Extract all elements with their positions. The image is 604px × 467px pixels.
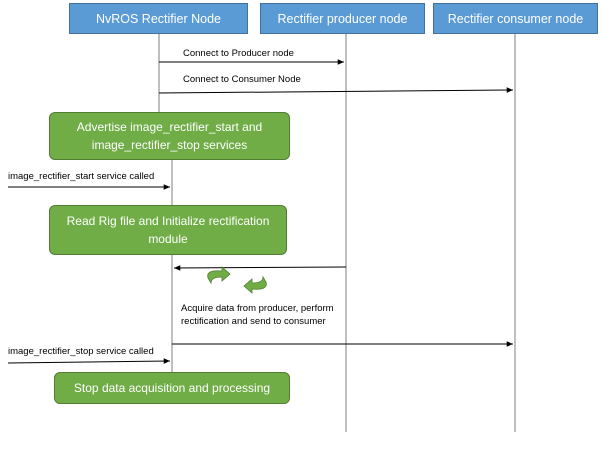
activity-advertise-services: Advertise image_rectifier_start and imag… [49,112,290,160]
arrow-stop-called [7,358,171,364]
lane-rectifier-producer-node: Rectifier producer node [260,3,425,34]
lane-nvros-rectifier-node: NvROS Rectifier Node [69,3,248,34]
arrow-connect-consumer [158,87,514,94]
activity-stop-acquisition: Stop data acquisition and processing [54,372,290,404]
activity-advertise-line1: Advertise image_rectifier_start and [76,120,263,134]
label-start-called: image_rectifier_start service called [8,171,155,182]
arrow-producer-data [173,265,347,271]
activity-read-line2: module [148,232,188,246]
activity-advertise-line2: image_rectifier_stop services [91,138,248,152]
activity-read-line1: Read Rig file and Initialize rectificati… [66,214,270,228]
cycle-arrows-icon [207,266,267,294]
label-connect-consumer: Connect to Consumer Node [183,74,301,85]
loop-note: Acquire data from producer, perform rect… [181,303,334,327]
label-connect-producer: Connect to Producer node [183,48,294,59]
activity-stop-label: Stop data acquisition and processing [73,381,271,395]
label-stop-called: image_rectifier_stop service called [8,346,154,357]
activity-read-rig-file: Read Rig file and Initialize rectificati… [49,205,287,255]
lane-rectifier-consumer-node: Rectifier consumer node [433,3,598,34]
